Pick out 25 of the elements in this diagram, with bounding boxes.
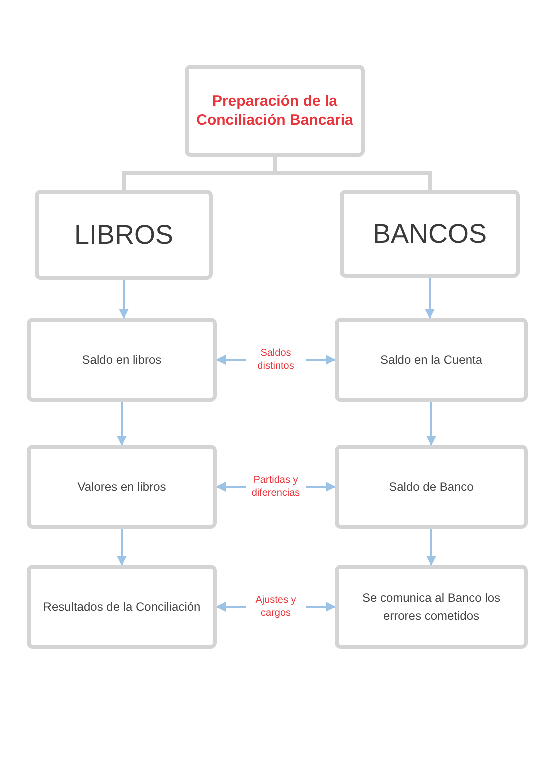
title-box	[185, 65, 365, 157]
category-box	[35, 190, 213, 280]
process-box	[27, 565, 217, 649]
node-text: BANCOS	[372, 218, 488, 251]
arrow	[426, 402, 436, 446]
node-text: Valores en libros	[78, 479, 166, 496]
node-text: Se comunica al Banco los errores cometidos	[361, 590, 502, 625]
category-box	[340, 190, 520, 278]
node-text: Saldo en la Cuenta	[380, 352, 483, 369]
process-box	[27, 445, 217, 529]
node-text: LIBROS	[74, 218, 174, 252]
arrow	[425, 278, 435, 319]
process-box	[335, 565, 528, 649]
title-text: Preparación de la Conciliación Bancaria	[196, 92, 354, 130]
process-box	[335, 318, 528, 402]
arrow	[426, 529, 436, 566]
node-text: Resultados de la Conciliación	[43, 599, 201, 616]
process-box	[27, 318, 217, 402]
arrow	[117, 529, 127, 566]
node-text: Saldo en libros	[82, 352, 162, 369]
edge-label: Ajustes y cargos	[246, 594, 306, 620]
node-text: Saldo de Banco	[389, 479, 474, 496]
process-box	[335, 445, 528, 529]
arrow	[117, 402, 127, 446]
arrow	[119, 280, 129, 319]
